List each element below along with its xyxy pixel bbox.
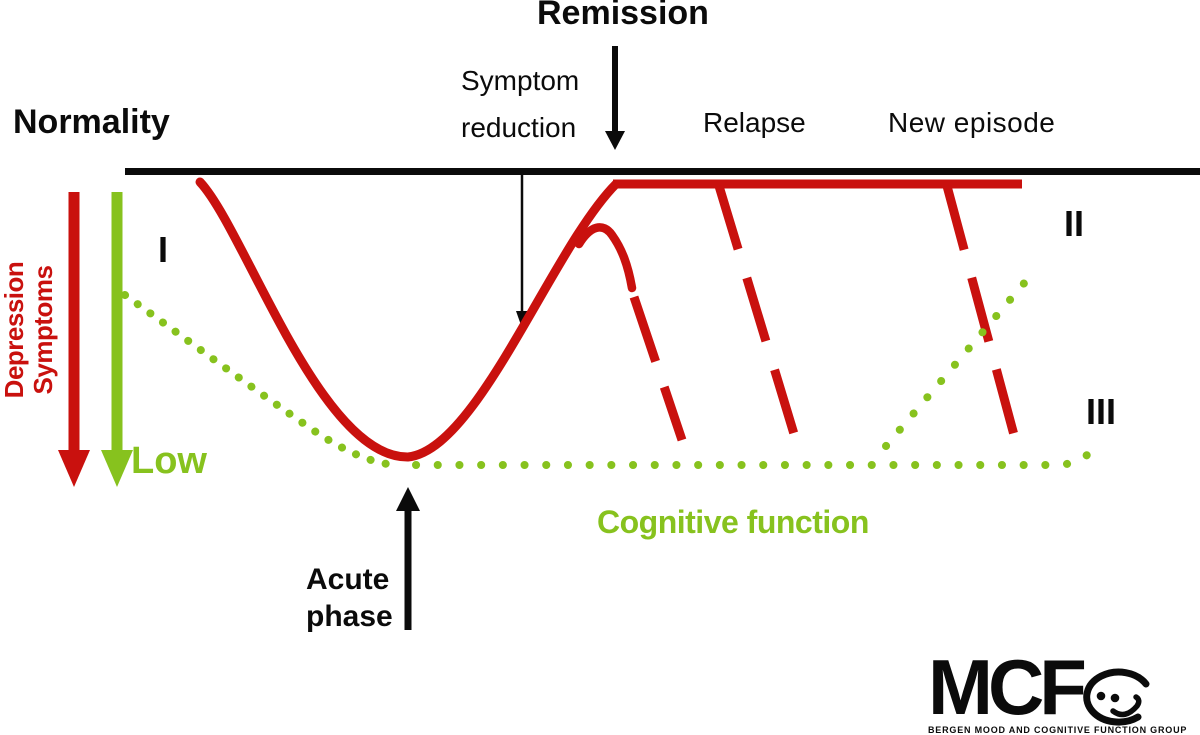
acute-phase-line1: Acute: [306, 563, 390, 596]
relapse-dashed-line: [714, 184, 799, 436]
outcome-numeral-II: II: [1064, 203, 1085, 244]
acute-phase-label: Acute phase: [306, 561, 393, 635]
remission-arrow-icon: [605, 46, 625, 150]
low-label: Low: [131, 440, 207, 482]
face-smile: [1110, 694, 1142, 718]
depression-symptoms-axis-label: Depression Symptoms: [0, 250, 58, 410]
depression-axis-line1: Depression: [0, 261, 29, 399]
symptom-reduction-line1: Symptom: [461, 65, 580, 96]
depression-symptoms-axis-arrow-icon: [58, 192, 90, 487]
early-relapse-dashed-line: [629, 295, 687, 442]
depression-axis-arrow-head: [58, 450, 90, 487]
normality-baseline: [125, 168, 1200, 175]
new-episode-label: New episode: [888, 107, 1056, 138]
face-outline: [1083, 668, 1150, 726]
cognitive-axis-arrow-head: [101, 450, 133, 487]
symptom-reduction-label: Symptom reduction: [461, 57, 579, 151]
symptom-reduction-arrow-icon: [516, 172, 528, 328]
mcf-logo-caption: BERGEN MOOD AND COGNITIVE FUNCTION GROUP: [928, 725, 1188, 735]
acute-phase-line2: phase: [306, 600, 393, 633]
cognitive-function-decline-dotted: [121, 291, 399, 469]
incomplete-remission-hook: [574, 223, 637, 293]
acute-phase-arrow-head: [396, 487, 420, 511]
normality-label: Normality: [13, 103, 170, 141]
remission-label: Remission: [537, 0, 709, 32]
face-left-eye: [1096, 691, 1106, 701]
symptom-reduction-line2: reduction: [461, 112, 577, 143]
depression-axis-line2: Symptoms: [28, 265, 58, 395]
outcome-numeral-III: III: [1086, 391, 1117, 432]
mcf-logo-text: MCF: [928, 643, 1087, 731]
face-right-eye: [1110, 693, 1120, 703]
cognitive-axis-arrow-icon: [101, 192, 133, 487]
remission-arrow-head: [605, 131, 625, 150]
depression-symptoms-curve: [195, 177, 621, 462]
mcf-face-icon: [1083, 668, 1150, 726]
cognitive-function-recovery-dotted: [882, 264, 1041, 450]
new-episode-dashed-line: [942, 184, 1019, 437]
cognitive-function-plateau-dotted: [412, 451, 1091, 469]
acute-phase-arrow-icon: [396, 487, 420, 630]
cognitive-function-label: Cognitive function: [597, 504, 869, 540]
outcome-numeral-I: I: [158, 229, 169, 270]
relapse-label: Relapse: [703, 107, 806, 138]
